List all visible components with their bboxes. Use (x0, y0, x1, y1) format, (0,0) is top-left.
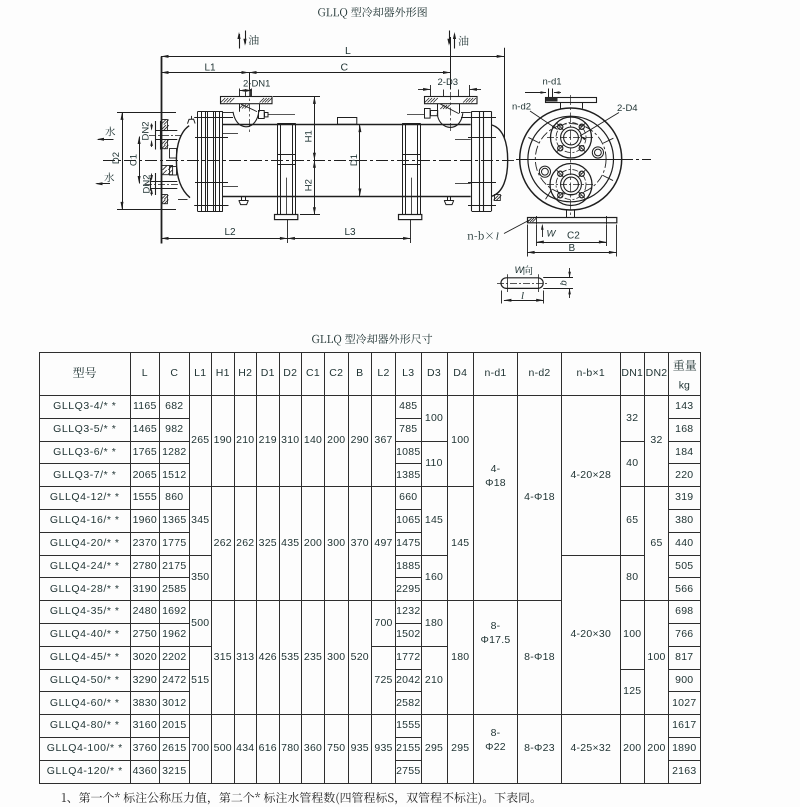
svg-text:n-d1: n-d1 (543, 76, 562, 87)
svg-text:C: C (341, 62, 349, 74)
svg-text:H1: H1 (304, 130, 315, 142)
svg-text:kg: kg (679, 380, 690, 392)
svg-text:2-DN1: 2-DN1 (243, 79, 270, 90)
svg-text:DN2: DN2 (141, 121, 152, 140)
svg-text:l: l (496, 231, 499, 243)
svg-text:W: W (515, 265, 525, 276)
svg-text:l: l (521, 290, 524, 302)
svg-text:L2: L2 (225, 227, 237, 238)
svg-text:C1: C1 (129, 154, 140, 166)
svg-text:2-D3: 2-D3 (438, 77, 459, 88)
svg-text:L: L (345, 45, 351, 57)
svg-text:n-d2: n-d2 (512, 102, 531, 113)
svg-text:H2: H2 (304, 179, 315, 191)
svg-text:W: W (547, 228, 557, 239)
svg-text:B: B (569, 243, 576, 254)
svg-text:DN2: DN2 (142, 174, 153, 193)
svg-text:D2: D2 (111, 152, 122, 164)
svg-text:D1: D1 (349, 154, 360, 166)
svg-text:L3: L3 (345, 227, 357, 238)
svg-text:b: b (559, 280, 570, 285)
svg-text:2-D4: 2-D4 (617, 103, 638, 114)
svg-text:L1: L1 (205, 63, 217, 74)
svg-text:C2: C2 (567, 230, 580, 241)
